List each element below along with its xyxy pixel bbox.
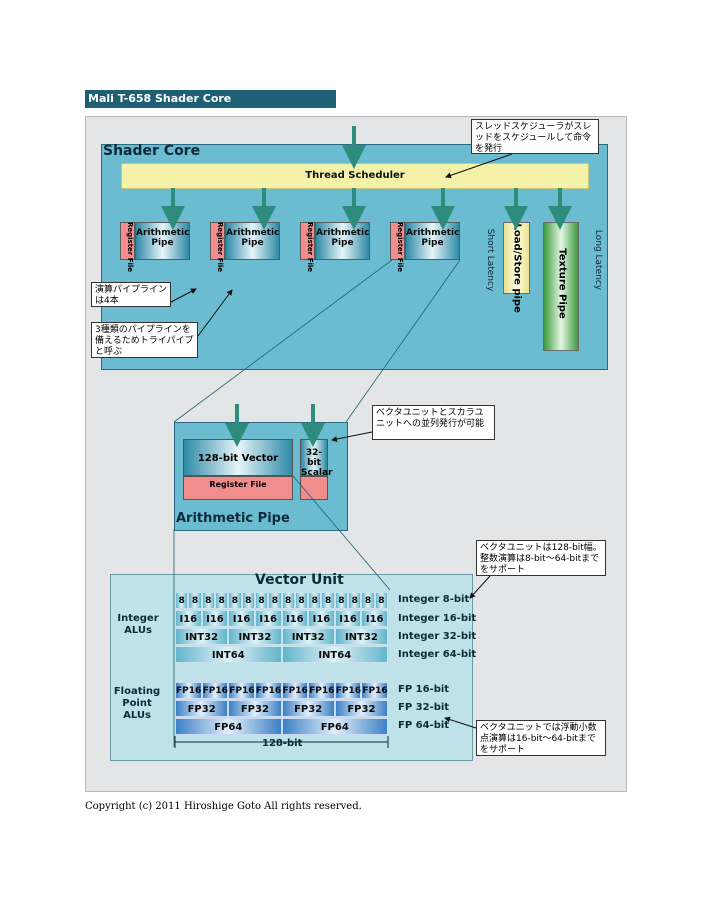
int8-cell: 8 [241, 592, 255, 609]
row-label-fp64: FP 64-bit [398, 720, 450, 731]
note-parallel: ベクタユニットとスカラユニットへの並列発行が可能 [372, 405, 495, 440]
vector-unit-label: Vector Unit [255, 572, 344, 588]
int8-cell: 8 [228, 592, 242, 609]
fp16-cell: FP16 [334, 682, 362, 699]
note-pointers [170, 153, 513, 729]
flow-arrows [161, 126, 572, 447]
int8-cell: 8 [268, 592, 282, 609]
float-alus-label: Floating Point ALUs [113, 686, 161, 721]
scalar-register-file [300, 476, 328, 500]
int16-cell: I16 [175, 610, 202, 627]
width-label: 128-bit [262, 738, 303, 749]
int16-cell: I16 [254, 610, 282, 627]
register-file-1: Register File [120, 222, 135, 272]
texture-pipe: Texture Pipe [543, 222, 579, 351]
int16-cell: I16 [281, 610, 309, 627]
fp16-cell: FP16 [201, 682, 229, 699]
register-file-4: Register File [390, 222, 405, 272]
int8-cell: 8 [334, 592, 349, 609]
note-integer: ベクタユニットは128-bit幅。整数演算は8-bit～64-bitまでをサポー… [476, 540, 606, 576]
int32-cell: INT32 [228, 628, 282, 645]
row-label-fp32: FP 32-bit [398, 702, 450, 713]
int16-cell: I16 [201, 610, 229, 627]
width-dimension [174, 736, 389, 748]
fp32-cell: FP32 [281, 700, 335, 717]
int32-cell: INT32 [334, 628, 388, 645]
note-tripipe: 3種類のパイプラインを備えるためトライパイプと呼ぶ [91, 322, 198, 358]
row-label-int8: Integer 8-bit [398, 594, 470, 605]
int8-cell: 8 [294, 592, 309, 609]
int8-cell: 8 [281, 592, 295, 609]
int8-cell: 8 [188, 592, 202, 609]
int8-cell: 8 [214, 592, 229, 609]
row-label-int64: Integer 64-bit [398, 649, 477, 660]
int8-cell: 8 [308, 592, 322, 609]
int16-cell: I16 [308, 610, 335, 627]
fp64-cell: FP64 [281, 718, 388, 735]
load-store-pipe: Load/Store pipe [503, 222, 530, 313]
integer-alus-label: Integer ALUs [117, 613, 159, 636]
fp32-cell: FP32 [334, 700, 388, 717]
int8-cell: 8 [201, 592, 215, 609]
int8-cell: 8 [348, 592, 362, 609]
int32-cell: INT32 [281, 628, 335, 645]
fp16-cell: FP16 [254, 682, 282, 699]
copyright: Copyright (c) 2011 Hiroshige Goto All ri… [85, 801, 362, 812]
note-float: ベクタユニットでは浮動小数点演算は16-bit～64-bitまでをサポート [476, 720, 606, 756]
int8-cell: 8 [374, 592, 388, 609]
int32-cell: INT32 [175, 628, 229, 645]
fp16-cell: FP16 [308, 682, 335, 699]
note-pipes4: 演算パイプラインは4本 [91, 282, 171, 307]
int16-cell: I16 [228, 610, 255, 627]
int8-cell: 8 [254, 592, 269, 609]
int8-cell: 8 [175, 592, 189, 609]
int16-cell: I16 [334, 610, 362, 627]
arithmetic-pipe-detail-label: Arithmetic Pipe [176, 511, 290, 526]
register-file-3: Register File [300, 222, 315, 272]
row-label-int16: Integer 16-bit [398, 613, 477, 624]
fp16-cell: FP16 [175, 682, 202, 699]
fp16-cell: FP16 [228, 682, 255, 699]
fp32-cell: FP32 [228, 700, 282, 717]
int64-cell: INT64 [175, 646, 282, 663]
vector-register-file: Register File [183, 476, 293, 500]
int64-cell: INT64 [281, 646, 388, 663]
int8-cell: 8 [361, 592, 375, 609]
page-title: Mali T-658 Shader Core [85, 90, 336, 108]
fp16-cell: FP16 [361, 682, 388, 699]
note-scheduler: スレッドスケジューラがスレッドをスケジュールして命令を発行 [471, 119, 599, 154]
row-label-fp16: FP 16-bit [398, 684, 450, 695]
fp64-cell: FP64 [175, 718, 282, 735]
register-file-2: Register File [210, 222, 225, 272]
fp16-cell: FP16 [281, 682, 309, 699]
int8-cell: 8 [321, 592, 335, 609]
shader-core-label: Shader Core [103, 143, 201, 159]
zoom-lines [173, 259, 461, 747]
int16-cell: I16 [361, 610, 388, 627]
fp32-cell: FP32 [175, 700, 229, 717]
row-label-int32: Integer 32-bit [398, 631, 477, 642]
